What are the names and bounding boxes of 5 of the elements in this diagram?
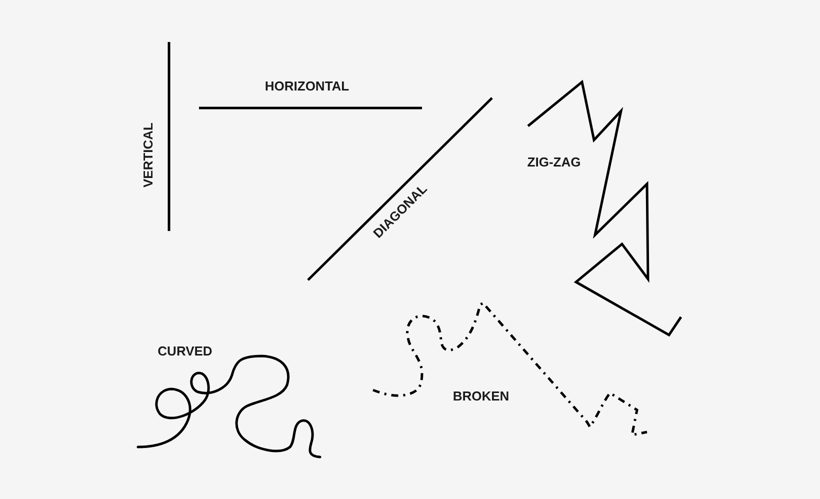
line-type-label: HORIZONTAL [264, 80, 350, 92]
line-type-label: CURVED [158, 344, 212, 358]
line-type-label: BROKEN [452, 390, 510, 402]
line-type-label: ZIG-ZAG [527, 156, 581, 168]
line-type-label: VERTICAL [142, 122, 154, 188]
